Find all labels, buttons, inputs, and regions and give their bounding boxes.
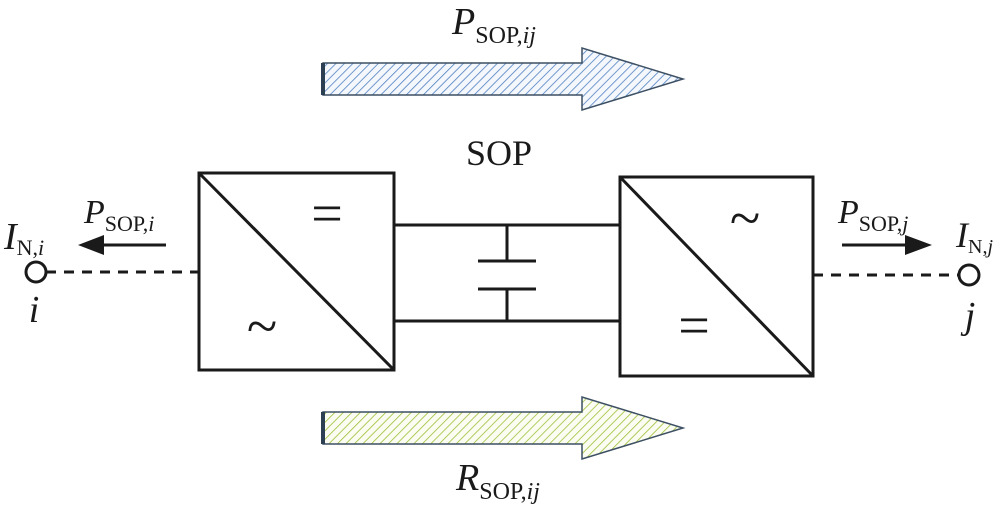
right-flow-arrow xyxy=(842,235,932,255)
left-node-label: i xyxy=(29,289,40,331)
right-converter-dc-symbol: = xyxy=(678,295,710,357)
left-converter-ac-symbol: ~ xyxy=(247,296,277,358)
left-converter xyxy=(197,171,396,372)
right-current-label: IN,j xyxy=(955,215,993,258)
right-node-label: j xyxy=(960,295,976,337)
right-converter-ac-symbol: ~ xyxy=(730,188,760,250)
top-flow-label: PSOP,ij xyxy=(451,1,536,49)
left-flow-label: PSOP,i xyxy=(83,194,154,236)
bottom-flow-label: RSOP,ij xyxy=(455,457,540,505)
bottom-flow-arrow xyxy=(321,395,686,461)
left-node xyxy=(24,260,48,284)
left-converter-dc-symbol: = xyxy=(311,183,343,245)
sop-label: SOP xyxy=(466,133,532,173)
top-power-flow-arrow xyxy=(321,46,686,112)
right-converter xyxy=(618,175,815,378)
dc-capacitor xyxy=(478,225,536,321)
left-current-label: IN,i xyxy=(3,216,44,260)
left-flow-arrow xyxy=(78,235,166,255)
right-flow-label: PSOP,j xyxy=(837,194,908,236)
right-node xyxy=(957,263,981,287)
